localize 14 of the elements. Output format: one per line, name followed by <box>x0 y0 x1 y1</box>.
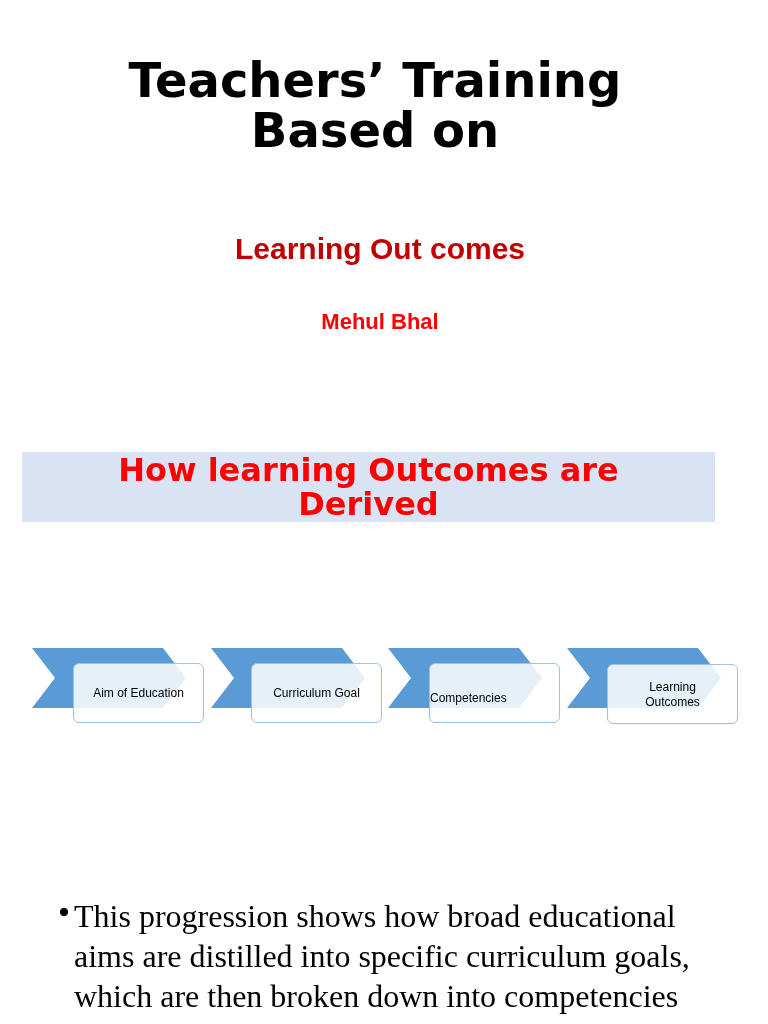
bullet-text: This progression shows how broad educational aims are distilled into specific curriculum goals, which are then broken down into competencies <box>74 897 691 1016</box>
process-step <box>388 648 560 723</box>
slide-title: Teachers’ Training Based on <box>127 55 623 155</box>
step-label: Learning Outcomes <box>644 680 701 710</box>
subtitle: Learning Out comes <box>233 231 527 267</box>
step-label: Curriculum Goal <box>273 685 360 701</box>
band-heading: How learning Outcomes are Derived <box>117 453 620 521</box>
process-step <box>32 648 204 723</box>
process-step <box>211 648 382 723</box>
author-name: Mehul Bhal <box>320 309 440 335</box>
heading-band <box>22 452 715 522</box>
step-label: Aim of Education <box>93 685 184 701</box>
step-label: Competencies <box>430 691 507 706</box>
process-step <box>567 648 738 724</box>
